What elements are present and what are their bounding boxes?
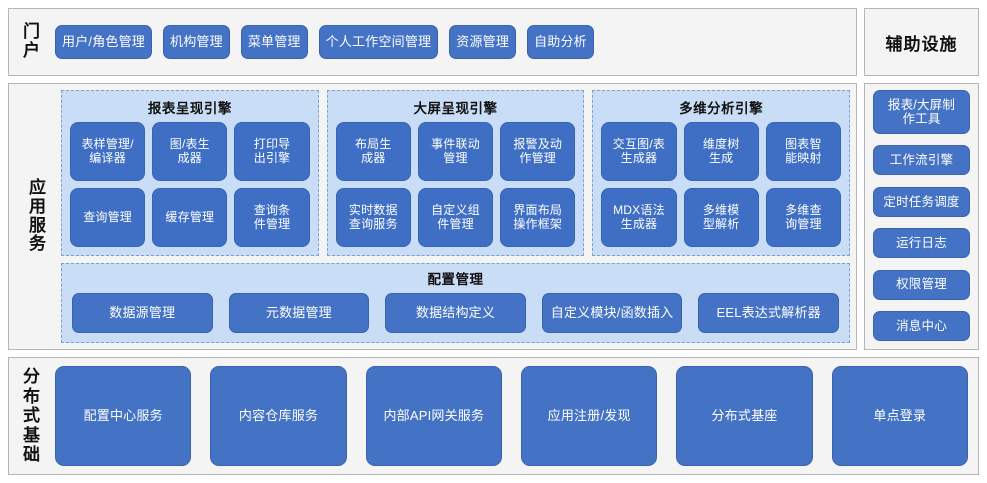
olap-item-query-management[interactable]: 多维查 询管理 <box>765 188 842 247</box>
config-item-custom-module[interactable]: 自定义模块/函数插入 <box>541 293 683 333</box>
panel-bigscreen-engine-title: 大屏呈现引擎 <box>413 101 498 116</box>
config-item-data-structure[interactable]: 数据结构定义 <box>385 293 526 333</box>
panel-bigscreen-engine: 大屏呈现引擎 布局生 成器 事件联动 管理 报警及动 作管理 实时数据 查询服务… <box>326 90 585 256</box>
dist-item-distributed-base[interactable]: 分布式基座 <box>676 366 813 466</box>
portal-label-text: 门 户 <box>23 22 41 60</box>
dist-item-api-gateway[interactable]: 内部API网关服务 <box>365 366 502 466</box>
portal-item-workspace[interactable]: 个人工作空间管理 <box>318 25 439 59</box>
dist-item-app-registry[interactable]: 应用注册/发现 <box>520 366 658 466</box>
panel-olap-engine: 多维分析引擎 交互图/表 生成器 维度树 生成 图表智 能映射 MDX语法 生成… <box>592 90 851 256</box>
aux-item-workflow-engine[interactable]: 工作流引擎 <box>873 145 970 176</box>
aux-section: 报表/大屏制 作工具 工作流引擎 定时任务调度 运行日志 权限管理 消息中心 <box>864 83 979 350</box>
panel-config-management-title: 配置管理 <box>427 272 484 287</box>
portal-row: 门 户 用户/角色管理 机构管理 菜单管理 个人工作空间管理 资源管理 自助分析… <box>8 8 979 76</box>
portal-section-label: 门 户 <box>9 15 55 69</box>
engine-panels: 报表呈现引擎 表样管理/ 编译器 图/表生 成器 打印导 出引擎 查询管理 缓存… <box>61 90 851 256</box>
bigscreen-item-event-linkage[interactable]: 事件联动 管理 <box>417 122 494 181</box>
panel-olap-engine-grid: 交互图/表 生成器 维度树 生成 图表智 能映射 MDX语法 生成器 多维模 型… <box>601 122 842 247</box>
panel-report-engine-title: 报表呈现引擎 <box>147 101 232 116</box>
panel-report-engine-grid: 表样管理/ 编译器 图/表生 成器 打印导 出引擎 查询管理 缓存管理 查询条 … <box>70 122 310 247</box>
bigscreen-item-realtime-query[interactable]: 实时数据 查询服务 <box>335 188 411 247</box>
distributed-button-list: 配置中心服务 内容仓库服务 内部API网关服务 应用注册/发现 分布式基座 单点… <box>55 366 968 466</box>
portal-item-menu[interactable]: 菜单管理 <box>240 25 308 59</box>
bigscreen-item-alarm-action[interactable]: 报警及动 作管理 <box>500 122 576 181</box>
portal-item-user-role[interactable]: 用户/角色管理 <box>55 25 153 59</box>
portal-item-resource[interactable]: 资源管理 <box>449 25 517 59</box>
dist-item-sso[interactable]: 单点登录 <box>831 366 968 466</box>
config-item-datasource[interactable]: 数据源管理 <box>72 293 213 333</box>
aux-section-header: 辅助设施 <box>864 8 979 76</box>
bigscreen-item-custom-component[interactable]: 自定义组 件管理 <box>417 188 494 247</box>
panel-config-management: 配置管理 数据源管理 元数据管理 数据结构定义 自定义模块/函数插入 EEL表达… <box>61 263 850 343</box>
aux-item-message-center[interactable]: 消息中心 <box>873 310 970 341</box>
aux-item-permission-management[interactable]: 权限管理 <box>873 269 970 300</box>
config-button-row: 数据源管理 元数据管理 数据结构定义 自定义模块/函数插入 EEL表达式解析器 <box>72 293 839 333</box>
panel-report-engine: 报表呈现引擎 表样管理/ 编译器 图/表生 成器 打印导 出引擎 查询管理 缓存… <box>61 90 319 256</box>
panel-bigscreen-engine-grid: 布局生 成器 事件联动 管理 报警及动 作管理 实时数据 查询服务 自定义组 件… <box>335 122 576 247</box>
bigscreen-item-layout-generator[interactable]: 布局生 成器 <box>335 122 411 181</box>
report-item-query-management[interactable]: 查询管理 <box>70 188 146 247</box>
olap-item-chart-smart-mapping[interactable]: 图表智 能映射 <box>765 122 842 181</box>
report-item-chart-generator[interactable]: 图/表生 成器 <box>152 122 228 181</box>
bigscreen-item-ui-layout-framework[interactable]: 界面布局 操作框架 <box>500 188 576 247</box>
aux-title: 辅助设施 <box>885 34 958 54</box>
portal-item-self-service[interactable]: 自助分析 <box>527 25 594 59</box>
olap-item-model-parsing[interactable]: 多维模 型解析 <box>683 188 759 247</box>
distributed-section: 分 布 式 基 础 配置中心服务 内容仓库服务 内部API网关服务 应用注册/发… <box>8 357 979 475</box>
app-services-label-text: 应 用 服 务 <box>29 178 47 254</box>
config-item-metadata[interactable]: 元数据管理 <box>228 293 370 333</box>
app-services-section: 应 用 服 务 报表呈现引擎 表样管理/ 编译器 图/表生 成器 打印导 出引擎… <box>8 83 857 350</box>
app-services-section-label: 应 用 服 务 <box>15 90 61 343</box>
panel-olap-engine-title: 多维分析引擎 <box>679 101 764 116</box>
dist-item-config-center[interactable]: 配置中心服务 <box>55 366 192 466</box>
aux-item-runtime-log[interactable]: 运行日志 <box>873 228 970 259</box>
report-item-template-compiler[interactable]: 表样管理/ 编译器 <box>70 122 146 181</box>
olap-item-dimension-tree[interactable]: 维度树 生成 <box>683 122 759 181</box>
dist-item-content-repository[interactable]: 内容仓库服务 <box>210 366 347 466</box>
portal-item-org[interactable]: 机构管理 <box>163 25 230 59</box>
distributed-row: 分 布 式 基 础 配置中心服务 内容仓库服务 内部API网关服务 应用注册/发… <box>8 357 979 475</box>
app-services-row: 应 用 服 务 报表呈现引擎 表样管理/ 编译器 图/表生 成器 打印导 出引擎… <box>8 83 979 350</box>
distributed-section-label: 分 布 式 基 础 <box>9 366 55 466</box>
aux-item-task-scheduler[interactable]: 定时任务调度 <box>873 186 970 217</box>
app-services-body: 报表呈现引擎 表样管理/ 编译器 图/表生 成器 打印导 出引擎 查询管理 缓存… <box>61 90 851 343</box>
aux-item-list: 报表/大屏制 作工具 工作流引擎 定时任务调度 运行日志 权限管理 消息中心 <box>873 90 970 341</box>
report-item-cache-management[interactable]: 缓存管理 <box>152 188 228 247</box>
olap-item-interactive-chart-generator[interactable]: 交互图/表 生成器 <box>601 122 677 181</box>
olap-item-mdx-generator[interactable]: MDX语法 生成器 <box>601 188 677 247</box>
portal-button-list: 用户/角色管理 机构管理 菜单管理 个人工作空间管理 资源管理 自助分析 <box>55 15 848 69</box>
config-item-eel-parser[interactable]: EEL表达式解析器 <box>698 293 839 333</box>
report-item-print-export[interactable]: 打印导 出引擎 <box>234 122 310 181</box>
aux-item-report-screen-designer[interactable]: 报表/大屏制 作工具 <box>873 90 970 134</box>
portal-section: 门 户 用户/角色管理 机构管理 菜单管理 个人工作空间管理 资源管理 自助分析 <box>8 8 857 76</box>
report-item-query-condition[interactable]: 查询条 件管理 <box>234 188 310 247</box>
distributed-label-text: 分 布 式 基 础 <box>23 367 41 465</box>
